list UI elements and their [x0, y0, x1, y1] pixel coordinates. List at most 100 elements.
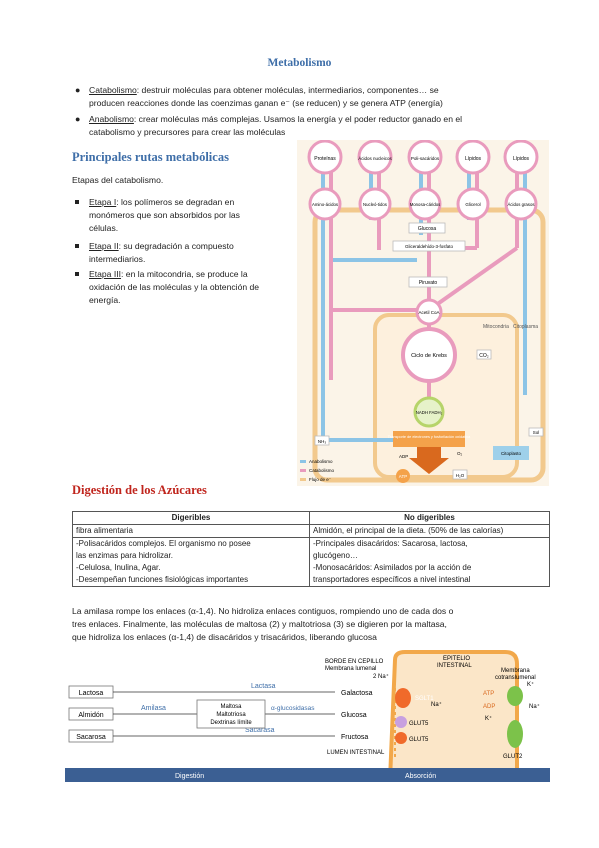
atpase-pump	[507, 686, 523, 706]
label-galactosa: Galactosa	[341, 690, 373, 697]
label-cotranslumenal: cotranslumenal	[495, 675, 536, 681]
table-cell: Almidón, el principal de la dieta. (50% …	[309, 524, 550, 538]
etapa1-line: células.	[89, 223, 119, 233]
etapa2-line: intermediarios.	[89, 254, 146, 264]
etapa3-item: Etapa III: en la mitocondria, se produce…	[75, 268, 299, 307]
flow-arrows	[113, 691, 335, 737]
label-dextrinas: Dextrinas límite	[210, 720, 252, 726]
etapa1-line: monómeros que son absorbidos por las	[89, 210, 240, 220]
label-membrana-lumenal: Membrana lumenal	[325, 666, 376, 672]
label-adp: ADP	[399, 454, 408, 459]
label-na-1: Na⁺	[431, 701, 442, 708]
table-header: No digeribles	[309, 511, 550, 525]
atp-circle	[396, 469, 410, 483]
label-borde: BORDE EN CEPILLO	[325, 659, 384, 665]
maltosa-box	[196, 699, 266, 729]
etapa1-item: Etapa I: los polímeros se degradan en mo…	[75, 196, 299, 235]
label-k-1: K⁺	[527, 681, 534, 688]
table-cell: -Polisacáridos complejos. El organismo n…	[72, 537, 310, 587]
label-sglt1: SGLT1	[415, 696, 434, 702]
label-transporte: Transporte de electrones y fosforilación…	[388, 435, 471, 439]
label-acidos-grasos: Ácidos grasos	[508, 202, 535, 207]
label-k-2: K⁺	[485, 715, 492, 722]
amilasa-paragraph: La amilasa rompe los enlaces (α-1,4). No…	[72, 605, 550, 644]
nh3-box	[314, 435, 330, 446]
label-glut5-2: GLUT5	[409, 737, 429, 743]
anabolismo-text-1: : crear moléculas más complejas. Usamos …	[133, 114, 463, 124]
cell-line: las enzimas para hidrolizar.	[76, 551, 173, 560]
label-monosacaridos: Monosa-cáridos	[410, 202, 441, 207]
digestion-absorption-diagram: Lactosa Almidón Sacarosa Lactasa Amilasa…	[65, 650, 550, 782]
monomer-circles	[308, 187, 538, 221]
g3p-box	[392, 240, 466, 252]
anabolismo-text-2: catabolismo y precursores para crear las…	[89, 127, 286, 137]
glut5-transporter-1	[395, 716, 407, 728]
sol-box	[528, 427, 544, 437]
cell-line: -Polisacáridos complejos. El organismo n…	[76, 539, 251, 548]
label-co2: CO₂	[479, 353, 489, 359]
label-aminoacidos: Amino-ácidos	[312, 202, 338, 207]
label-alfa-glucosidasas: α-glucosidasas	[271, 705, 315, 712]
label-atp: ATP	[399, 474, 407, 479]
etapa3-line: oxidación de las moléculas y la obtenció…	[89, 282, 260, 292]
cell-line: -Celulosa, Inulina, Agar.	[76, 563, 161, 572]
bullet-square-icon	[75, 200, 79, 204]
label-lactosa: Lactosa	[79, 690, 104, 697]
etapa1-line: : los polímeros se degradan en	[116, 197, 235, 207]
label-glucosa-out: Glucosa	[341, 712, 367, 719]
label-fructosa: Fructosa	[341, 734, 368, 741]
cell-line: transportadores específicos a nivel inte…	[313, 575, 471, 584]
bullet-dot-icon: ●	[75, 114, 81, 124]
paragraph-line: que hidroliza los enlaces (α-1,4) de dis…	[72, 632, 377, 642]
legend-anabolismo-swatch	[300, 460, 306, 463]
anabolismo-bullet: ● Anabolismo: crear moléculas más comple…	[75, 113, 549, 139]
citoplasto-box	[493, 446, 529, 460]
catabolismo-term: Catabolismo	[89, 85, 137, 95]
label-maltosa: Maltosa	[220, 704, 242, 710]
label-na-top: 2 Na⁺	[373, 673, 389, 680]
catabolismo-bullet: ● Catabolismo: destruir moléculas para o…	[75, 84, 549, 110]
legend-flujo-swatch	[300, 478, 306, 481]
label-lipidos-2: Lípidos	[513, 156, 530, 162]
label-membrana: Membrana	[501, 668, 530, 674]
label-sol: Sol	[533, 430, 540, 435]
label-lactasa: Lactasa	[251, 683, 276, 690]
acetil-coa-circle	[415, 298, 443, 326]
bullet-dot-icon: ●	[75, 85, 81, 95]
etapa2-item: Etapa II: su degradación a compuesto int…	[75, 240, 299, 266]
label-glucosa: Glucosa	[418, 226, 437, 232]
polymer-circles	[307, 140, 539, 175]
digestion-absorption-bar	[65, 768, 550, 782]
cell-line: -Monosacáridos: Asimilados por la acción…	[313, 563, 472, 572]
table-row: -Polisacáridos complejos. El organismo n…	[72, 537, 550, 587]
etapa3-term: Etapa III	[89, 269, 122, 279]
table-row: fibra alimentaria Almidón, el principal …	[72, 524, 550, 538]
label-nh3: NH₃	[318, 439, 326, 444]
etapa3-line: energía.	[89, 295, 121, 305]
epithelium-cell	[387, 650, 519, 782]
table-cell: fibra alimentaria	[72, 524, 310, 538]
label-na-2: Na⁺	[529, 703, 540, 710]
metabolic-pathways-diagram: Proteínas Ácidos nucleicos Poli-sacárido…	[297, 140, 549, 486]
label-digestion: Digestión	[175, 773, 204, 780]
label-g3p: Gliceraldehído-3-fosfato	[405, 244, 454, 249]
label-acetil-coa: Acetil CoA	[418, 310, 439, 315]
table-header: Digeribles	[72, 511, 310, 525]
label-krebs: Ciclo de Krebs	[411, 353, 447, 359]
rutas-heading: Principales rutas metabólicas	[72, 150, 229, 164]
rutas-subheading: Etapas del catabolismo.	[72, 175, 164, 185]
etapa3-line: : en la mitocondria, se produce la	[121, 269, 248, 279]
h2o-box	[452, 469, 468, 480]
glut2-transporter	[507, 720, 523, 748]
legend-catabolismo: Catabolismo	[309, 468, 335, 473]
cell-line: -Principales disacáridos: Sacarosa, lact…	[313, 539, 468, 548]
legend-anabolismo: Anabolismo	[309, 459, 333, 464]
label-proteinas: Proteínas	[314, 156, 336, 162]
etapa2-line: : su degradación a compuesto	[118, 241, 234, 251]
label-citoplasto: Citoplasto	[501, 451, 522, 456]
nadh-circle	[413, 396, 445, 428]
co2-box	[476, 349, 492, 360]
glucosa-box	[408, 222, 446, 234]
label-piruvato: Piruvato	[419, 280, 438, 286]
legend-catabolismo-swatch	[300, 469, 306, 472]
